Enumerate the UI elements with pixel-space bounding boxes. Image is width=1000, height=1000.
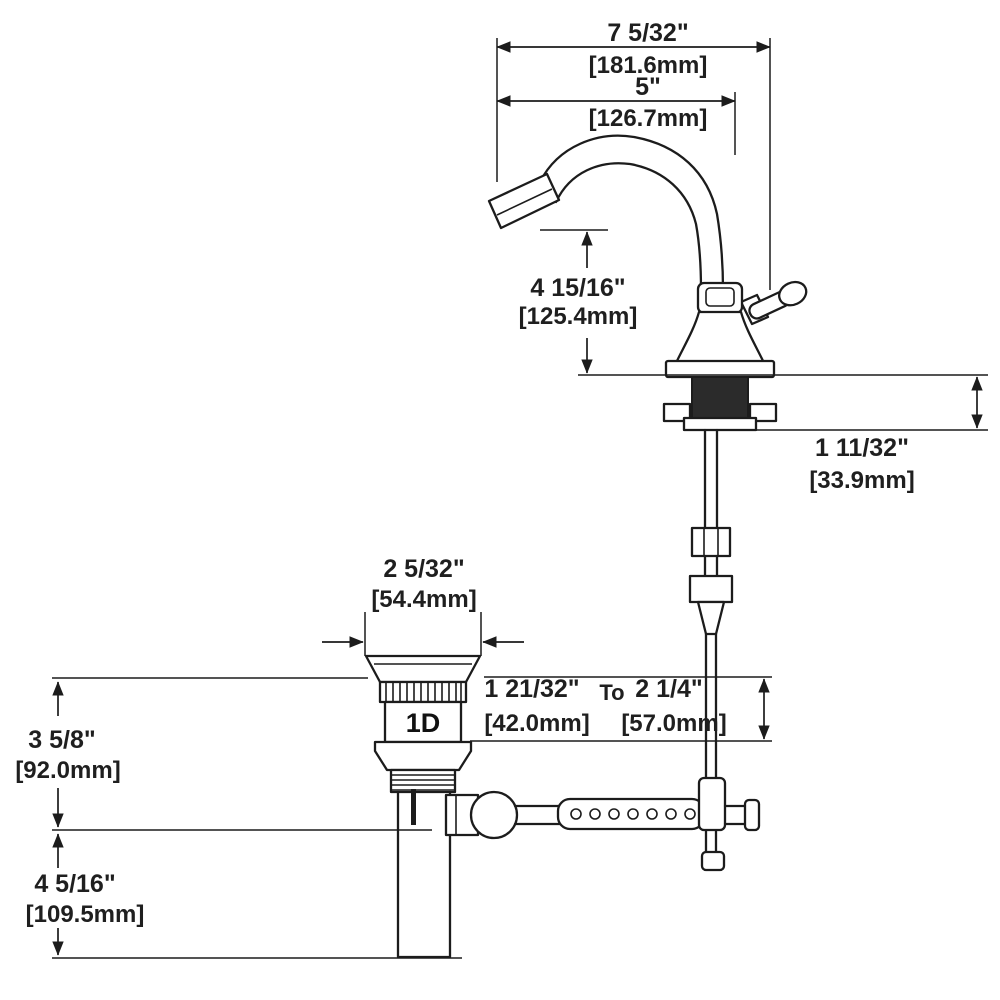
dim-spout-overall-inches: 7 5/32": [607, 19, 688, 47]
dim-spout-reach-inches: 5": [635, 73, 661, 101]
faucet-assembly: [487, 134, 808, 432]
pivot-rod-end: [743, 798, 761, 832]
drain-body: [383, 700, 463, 744]
dim-adjust-min-mm: [42.0mm]: [484, 710, 589, 737]
lift-rod-assembly: [688, 428, 734, 872]
drain-assembly: 1D: [364, 654, 482, 959]
faucet-handle: [748, 280, 808, 320]
clevis-strap: [556, 797, 706, 831]
dim-spout-height-mm: [125.4mm]: [519, 303, 638, 330]
body-cap-detail: [705, 287, 735, 307]
mounting-wing-left: [662, 402, 692, 423]
dim-flange-inches: 2 5/32": [383, 555, 464, 583]
dim-adjust-to: To: [599, 680, 624, 705]
drain-grooves: [385, 683, 462, 701]
drain-threads: [389, 768, 457, 794]
pivot-rod: [513, 804, 564, 826]
dim-below-counter-inches: 4 5/16": [34, 870, 115, 898]
lift-rod-tail: [704, 828, 718, 854]
lift-rod-upper: [703, 428, 719, 530]
drain-flange: [364, 654, 482, 684]
pivot-rod-assembly: [444, 776, 761, 840]
dim-above-counter-inches: 3 5/8": [28, 726, 95, 754]
lift-rod-lower: [704, 632, 718, 780]
rod-coupling-2: [688, 574, 734, 604]
mounting-nut: [682, 416, 758, 432]
lift-rod-mid: [703, 554, 719, 578]
drain-lock-nut: [373, 740, 473, 772]
lift-rod-end-cap: [700, 850, 726, 872]
pivot-ball: [469, 790, 519, 840]
rod-coupling-1-facets: [703, 528, 719, 556]
dim-adjust-min-inches: 1 21/32": [484, 675, 579, 703]
drain-thread-lines: [392, 774, 454, 791]
drain-body-mark: 1D: [406, 708, 441, 738]
clevis-strap-holes: [570, 808, 696, 820]
spout-aerator: [487, 172, 561, 230]
dimension-labels: 7 5/32" [181.6mm] 5" [126.7mm] 4 15/16" …: [15, 19, 914, 928]
clevis-bracket: [697, 776, 727, 832]
rod-taper: [696, 600, 726, 636]
extension-lines: [52, 38, 988, 959]
dim-adjust-max-inches: 2 1/4": [635, 675, 702, 703]
dim-flange-mm: [54.4mm]: [371, 586, 476, 613]
dim-above-counter-mm: [92.0mm]: [15, 757, 120, 784]
tailpiece: [396, 790, 452, 959]
overflow-slot: [411, 789, 416, 825]
mounting-wing-right: [748, 402, 778, 423]
pivot-rod-stub: [723, 804, 749, 826]
dim-spout-overall-mm: [181.6mm]: [589, 52, 708, 79]
dim-spout-reach-mm: [126.7mm]: [589, 105, 708, 132]
dim-spout-height-inches: 4 15/16": [530, 274, 625, 302]
dim-adjust-max-mm: [57.0mm]: [621, 710, 726, 737]
rod-coupling-1: [690, 526, 732, 558]
dimension-lines: [52, 41, 983, 956]
faucet-spout: [538, 134, 725, 292]
dim-deck-thickness-inches: 1 11/32": [815, 434, 909, 462]
dim-deck-thickness-mm: [33.9mm]: [809, 467, 914, 494]
dim-below-counter-mm: [109.5mm]: [26, 901, 145, 928]
mounting-shank: [691, 376, 749, 421]
aerator-band: [496, 188, 553, 216]
